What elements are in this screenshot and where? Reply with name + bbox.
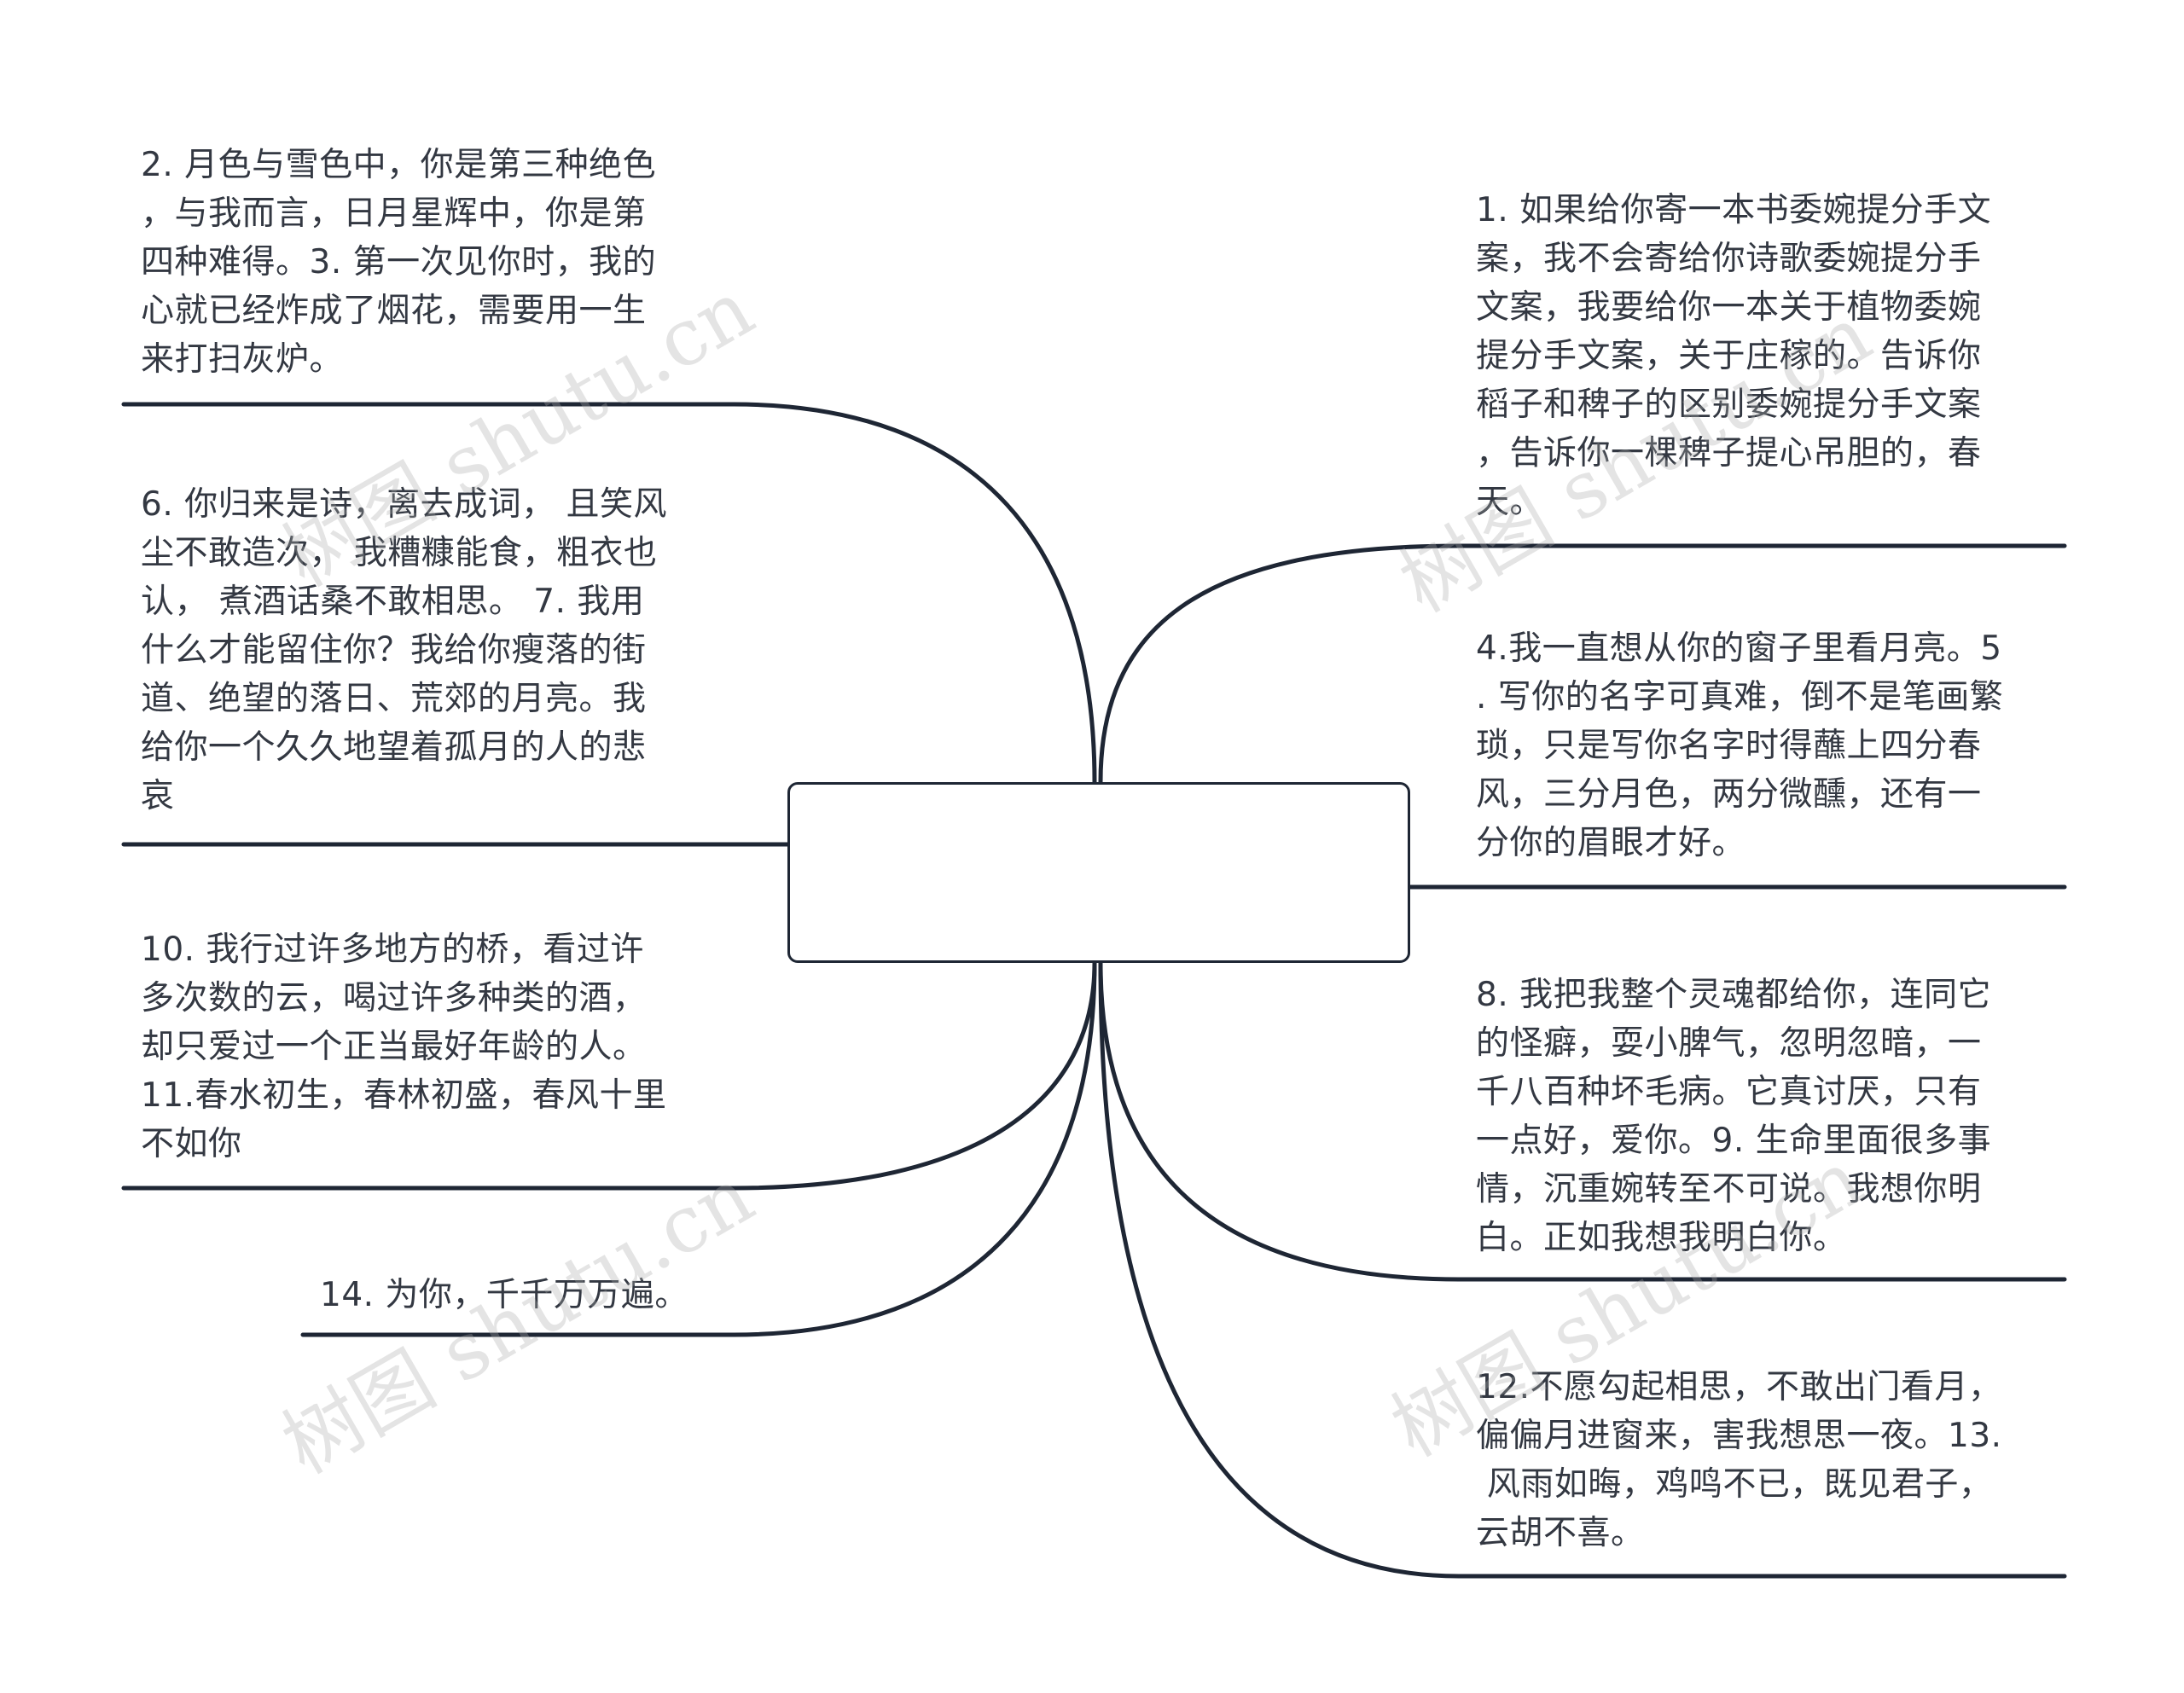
connector-b8	[300, 960, 1097, 1337]
branch-node-1[interactable]: 1. 如果给你寄一本书委婉提分手文 案，我不会寄给你诗歌委婉提分手 文案，我要给…	[1476, 191, 1992, 521]
root-node[interactable]	[787, 782, 1410, 963]
branch-node-2[interactable]: 2. 月色与雪色中，你是第三种绝色 ，与我而言，日月星辉中，你是第 四种难得。3…	[141, 146, 657, 379]
branch-node-4[interactable]: 4.我一直想从你的窗子里看月亮。5 . 写你的名字可真难，倒不是笔画繁 琐，只是…	[1476, 629, 2004, 862]
branch-node-12[interactable]: 12.不愿勾起相思，不敢出门看月， 偏偏月进窗来，害我想思一夜。13. 风雨如晦…	[1476, 1368, 2002, 1552]
branch-node-6[interactable]: 6. 你归来是诗，离去成词， 且笑风 尘不敢造次， 我糟糠能食，粗衣也 认， 煮…	[141, 485, 668, 815]
branch-node-14[interactable]: 14. 为你，千千万万遍。	[320, 1276, 688, 1314]
connector-b7	[1098, 960, 2067, 1579]
connector-b2	[121, 402, 1097, 785]
branch-node-10[interactable]: 10. 我行过许多地方的桥，看过许 多次数的云，喝过许多种类的酒， 却只爱过一个…	[141, 931, 667, 1163]
branch-node-8[interactable]: 8. 我把我整个灵魂都给你，连同它 的怪癖，耍小脾气，忽明忽暗，一 千八百种坏毛…	[1476, 976, 1992, 1257]
connector-b6	[121, 960, 1097, 1191]
connector-b5	[1098, 960, 2067, 1282]
connector-b1	[1098, 543, 2067, 785]
